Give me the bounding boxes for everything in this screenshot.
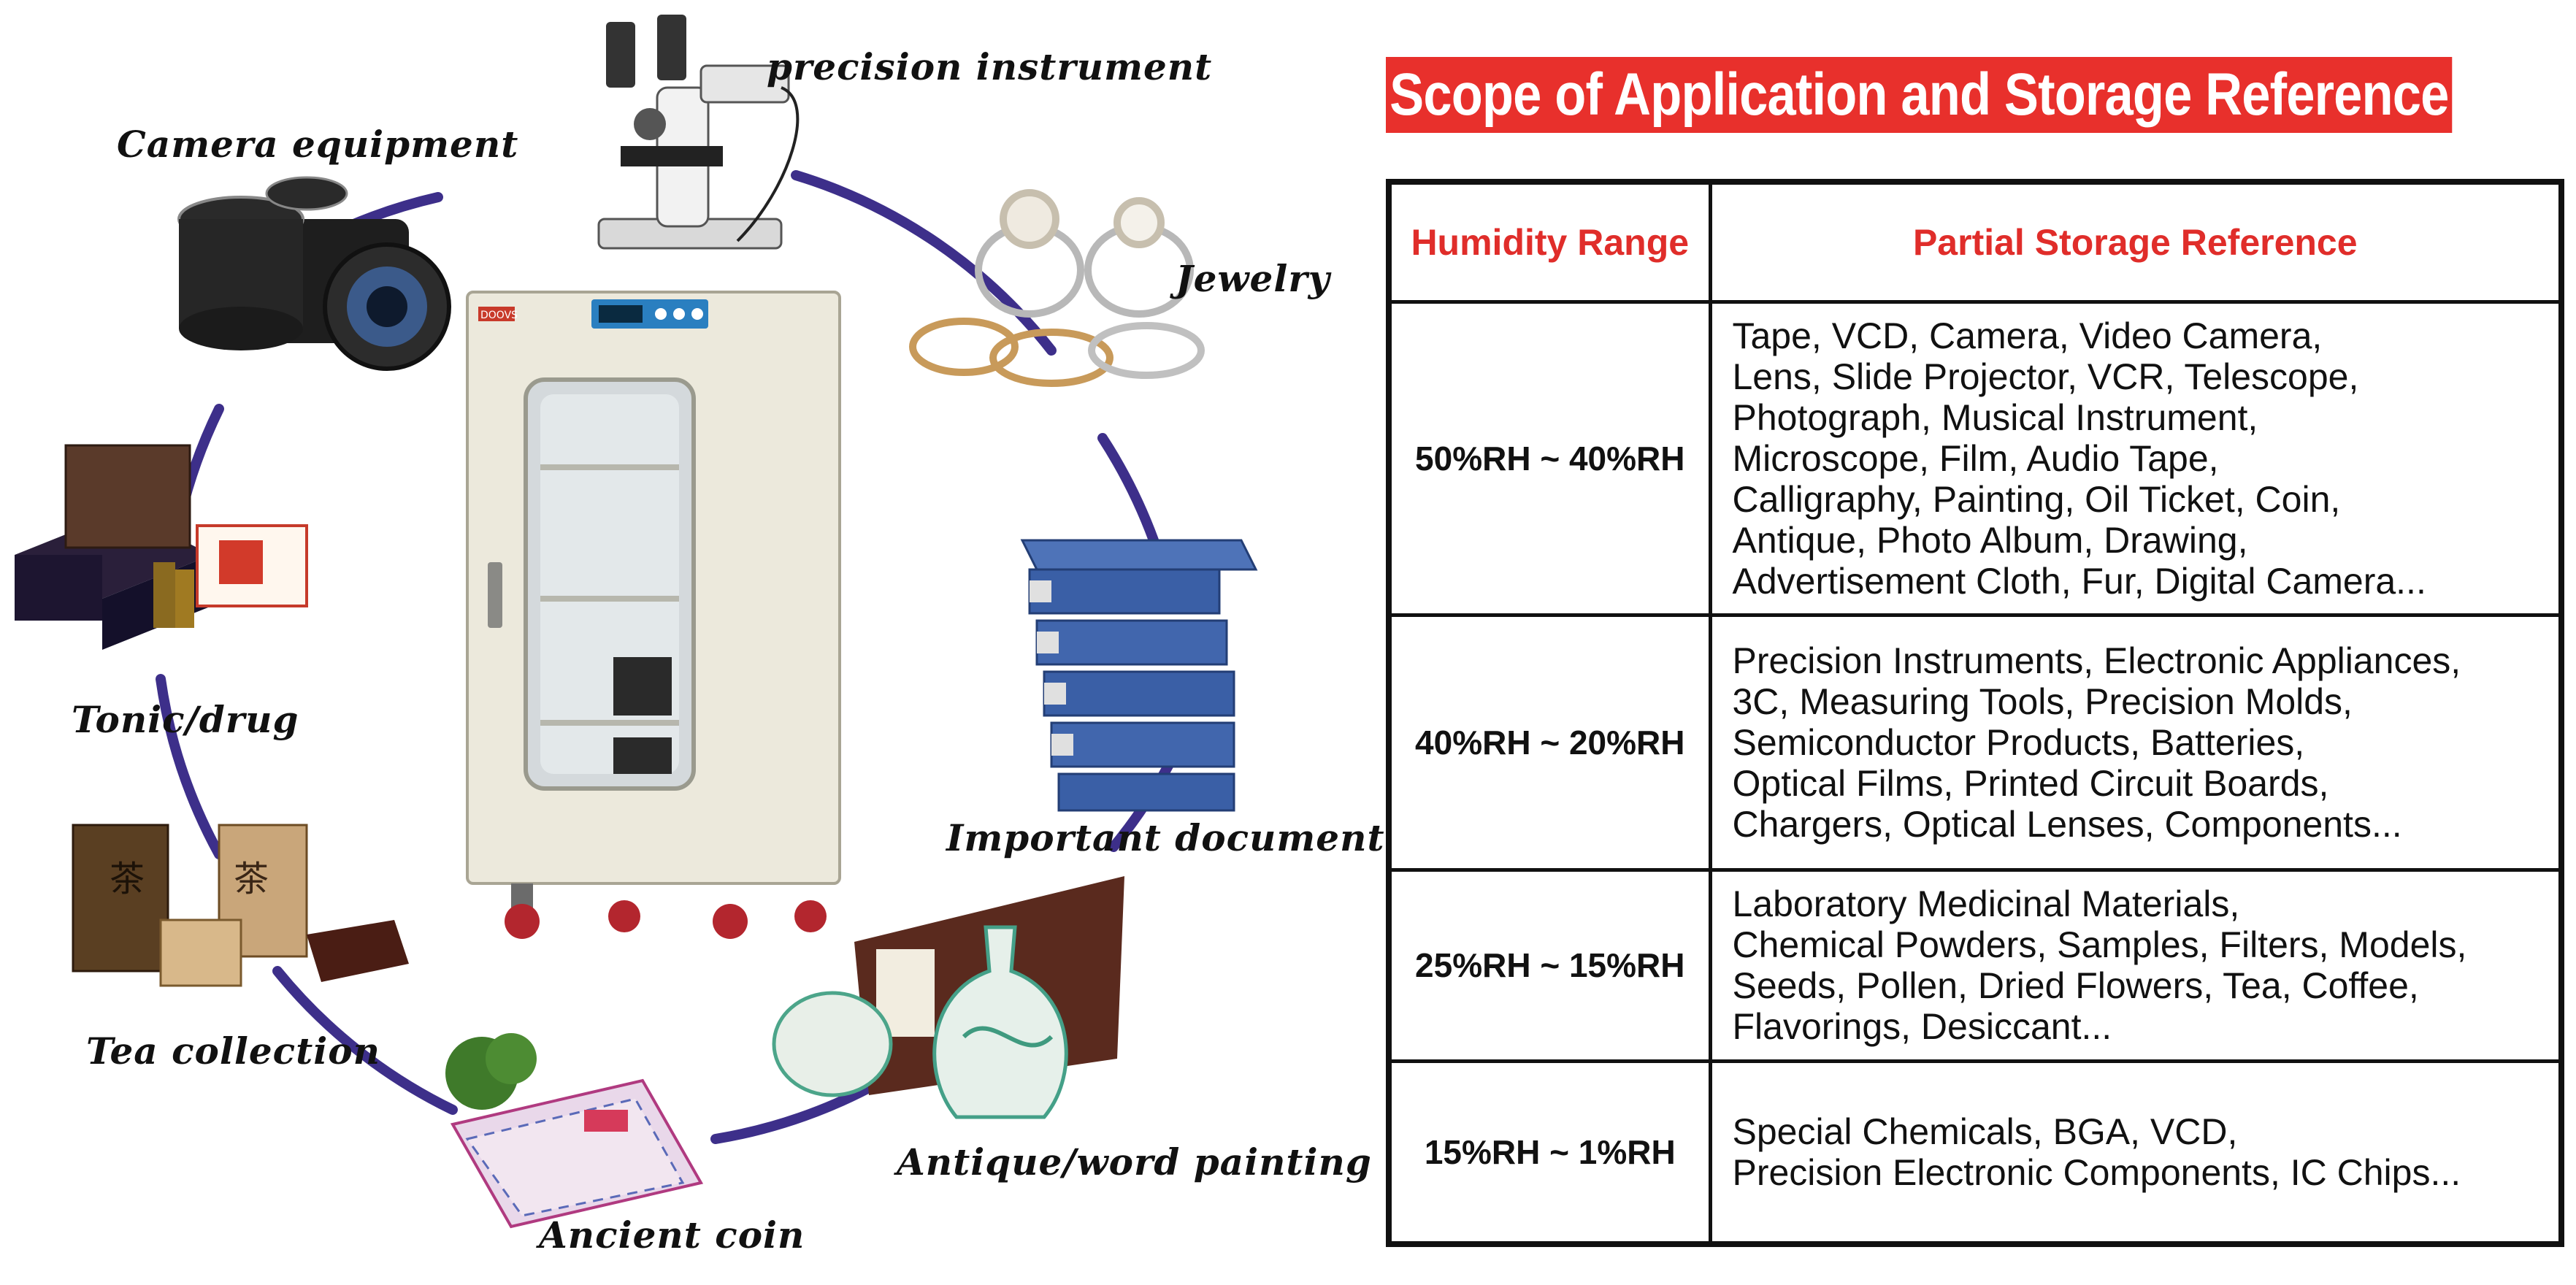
label-tonic-drug: Tonic/drug <box>72 698 299 741</box>
table-row: 40%RH ~ 20%RH Precision Instruments, Ele… <box>1387 613 2564 872</box>
ancient-coin-icon <box>445 1033 704 1229</box>
jewelry-icon <box>909 189 1205 387</box>
label-important-document: Important document <box>946 816 1385 859</box>
label-tea-collection: Tea collection <box>86 1029 380 1073</box>
humidity-range-cell: 40%RH ~ 20%RH <box>1387 613 1712 872</box>
section-heading: Scope of Application and Storage Referen… <box>1386 57 2453 133</box>
label-antique-painting: Antique/word painting <box>897 1140 1372 1184</box>
illustration: 茶 茶 DOOVS <box>15 15 1258 1229</box>
antique-vase-icon <box>772 876 1124 1119</box>
header-humidity-range: Humidity Range <box>1387 180 1712 304</box>
camera-icon <box>177 176 451 371</box>
table-header-row: Humidity Range Partial Storage Reference <box>1387 180 2564 304</box>
item-line: Lens, Slide Projector, VCR, Telescope, <box>1732 356 2359 398</box>
svg-text:茶: 茶 <box>234 859 269 900</box>
item-line: Semiconductor Products, Batteries, <box>1732 721 2305 763</box>
label-precision-instrument: precision instrument <box>767 45 1213 88</box>
storage-items-cell: Special Chemicals, BGA, VCD, Precision E… <box>1708 1059 2564 1246</box>
storage-reference-table: Humidity Range Partial Storage Reference… <box>1386 179 2564 1247</box>
item-line: Flavorings, Desiccant... <box>1732 1006 2112 1048</box>
label-camera-equipment: Camera equipment <box>117 123 519 166</box>
header-storage-reference: Partial Storage Reference <box>1708 180 2564 304</box>
item-line: Precision Instruments, Electronic Applia… <box>1732 640 2461 681</box>
item-line: Special Chemicals, BGA, VCD, <box>1732 1111 2238 1153</box>
label-jewelry: Jewelry <box>1176 257 1330 300</box>
humidity-range-cell: 15%RH ~ 1%RH <box>1387 1059 1712 1246</box>
document-binders-icon <box>1020 539 1258 812</box>
item-line: Calligraphy, Painting, Oil Ticket, Coin, <box>1732 479 2341 521</box>
item-line: Photograph, Musical Instrument, <box>1732 397 2258 439</box>
cabinet-brand: DOOVS <box>480 310 518 321</box>
item-line: Precision Electronic Components, IC Chip… <box>1732 1152 2461 1194</box>
storage-items-cell: Tape, VCD, Camera, Video Camera, Lens, S… <box>1708 300 2564 618</box>
humidity-range-cell: 25%RH ~ 15%RH <box>1387 867 1712 1064</box>
humidity-range-cell: 50%RH ~ 40%RH <box>1387 300 1712 618</box>
table-row: 15%RH ~ 1%RH Special Chemicals, BGA, VCD… <box>1387 1059 2564 1246</box>
item-line: Optical Films, Printed Circuit Boards, <box>1732 762 2329 804</box>
item-line: Advertisement Cloth, Fur, Digital Camera… <box>1732 561 2426 602</box>
table-row: 25%RH ~ 15%RH Laboratory Medicinal Mater… <box>1387 867 2564 1064</box>
item-line: Seeds, Pollen, Dried Flowers, Tea, Coffe… <box>1732 965 2419 1007</box>
storage-items-cell: Precision Instruments, Electronic Applia… <box>1708 613 2564 872</box>
item-line: Chargers, Optical Lenses, Components... <box>1732 803 2402 845</box>
item-line: 3C, Measuring Tools, Precision Molds, <box>1732 680 2353 722</box>
label-ancient-coin: Ancient coin <box>539 1213 805 1257</box>
item-line: Microscope, Film, Audio Tape, <box>1732 438 2219 480</box>
item-line: Tape, VCD, Camera, Video Camera, <box>1732 315 2323 357</box>
table-row: 50%RH ~ 40%RH Tape, VCD, Camera, Video C… <box>1387 300 2564 618</box>
svg-text:茶: 茶 <box>110 859 145 900</box>
item-line: Antique, Photo Album, Drawing, <box>1732 520 2248 561</box>
tea-icon: 茶 茶 <box>72 824 409 987</box>
storage-items-cell: Laboratory Medicinal Materials, Chemical… <box>1708 867 2564 1064</box>
microscope-icon <box>597 15 800 250</box>
item-line: Chemical Powders, Samples, Filters, Mode… <box>1732 924 2467 966</box>
dry-cabinet-icon: DOOVS <box>466 291 841 939</box>
tonic-box-icon <box>15 444 308 650</box>
item-line: Laboratory Medicinal Materials, <box>1732 883 2240 925</box>
